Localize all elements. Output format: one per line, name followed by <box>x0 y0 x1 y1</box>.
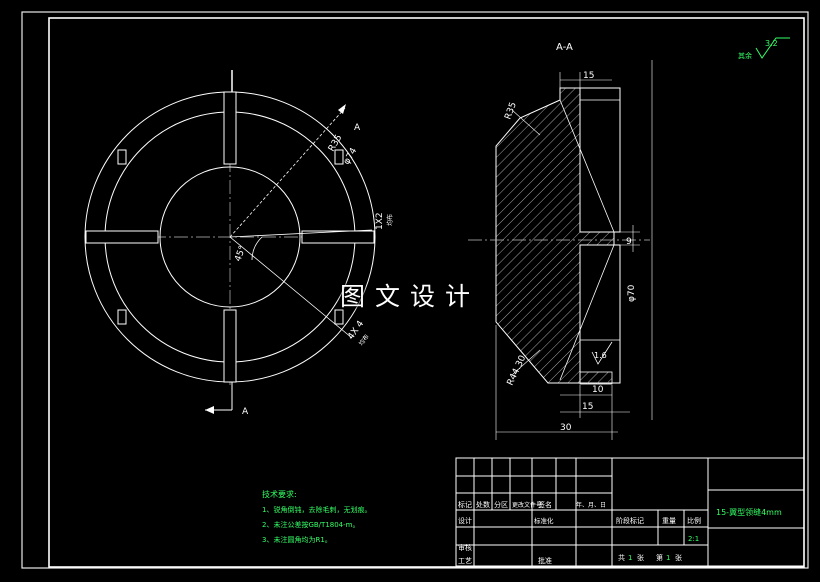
tech-req-item: 1、锐角倒钝，去除毛刺，无划痕。 <box>262 505 371 514</box>
tech-req-item: 2、未注公差按GB/T1804-m。 <box>262 520 359 529</box>
tb-weight: 重量 <box>662 517 676 525</box>
tb-sheet-no-prefix: 第 <box>656 553 663 562</box>
tb-header-doc: 更改文件号 <box>512 501 542 509</box>
tb-sheets-unit: 张 <box>637 553 644 562</box>
tb-drawing-name: 15-翼型领缝4mm <box>716 507 782 517</box>
dim-height-9: 9 <box>626 237 632 247</box>
tb-sheet-no: 1 <box>666 554 670 562</box>
dim-width-15: 15 <box>582 402 593 412</box>
tb-sheet-unit2: 张 <box>675 553 682 562</box>
dim-diameter-70: φ70 <box>627 284 637 302</box>
dim-width-10: 10 <box>592 385 604 395</box>
tb-process: 工艺 <box>458 557 472 565</box>
tb-header-mark: 标记 <box>458 500 472 509</box>
tb-design: 设计 <box>458 516 472 525</box>
dim-radius-r44: R44.30 <box>506 354 529 387</box>
dim-width-30: 30 <box>560 423 572 433</box>
dim-finish-16: 1.6 <box>594 351 607 360</box>
dim-chamfer-top-sub: 均布 <box>386 214 394 226</box>
tb-sheets-total-prefix: 共 <box>618 553 625 562</box>
surface-finish-symbol: 3.2 其余 <box>738 37 790 60</box>
tb-standard: 标准化 <box>534 516 554 525</box>
tb-header-count: 处数 <box>476 500 490 509</box>
cut-label-bottom: A <box>242 407 249 417</box>
watermark-text: 图文设计 <box>340 282 481 311</box>
tb-review: 审核 <box>458 543 472 552</box>
tb-stage: 阶段标记 <box>616 516 644 525</box>
surface-finish-value: 3.2 <box>765 39 778 48</box>
slot-bottom <box>223 309 237 383</box>
tb-approve: 批准 <box>538 556 552 565</box>
section-view <box>468 60 653 440</box>
cut-label-top: A <box>354 123 361 133</box>
section-title: A-A <box>556 42 573 53</box>
title-block <box>455 457 805 567</box>
front-view <box>84 70 376 414</box>
tech-req-title: 技术要求: <box>262 489 297 499</box>
dim-chamfer-top: 1X2 <box>375 212 385 230</box>
outer-frame <box>21 11 809 569</box>
inner-circle <box>159 166 301 308</box>
dim-section-r35: R35 <box>503 101 518 121</box>
tech-req-item: 3、未注圆角均为R1。 <box>262 535 332 544</box>
dim-diameter-74: φ74 <box>342 146 359 166</box>
tb-header-zone: 分区 <box>494 500 508 509</box>
slot-top <box>223 91 237 165</box>
dim-top-width-15: 15 <box>583 71 594 81</box>
surface-finish-note: 其余 <box>738 51 752 60</box>
tb-sheets-total: 1 <box>628 554 632 562</box>
tb-header-sign: 签名 <box>538 500 552 509</box>
tb-header-date: 年、月、日 <box>576 501 606 509</box>
slot-right <box>301 230 375 244</box>
dim-angle-45: 45° <box>233 245 248 263</box>
tb-ratio: 比例 <box>687 516 701 525</box>
slot-left <box>85 230 159 244</box>
inner-frame <box>48 17 805 568</box>
tb-scale: 2:1 <box>688 535 699 543</box>
tech-requirements: 技术要求: 1、锐角倒钝，去除毛刺，无划痕。 2、未注公差按GB/T1804-m… <box>262 489 371 544</box>
